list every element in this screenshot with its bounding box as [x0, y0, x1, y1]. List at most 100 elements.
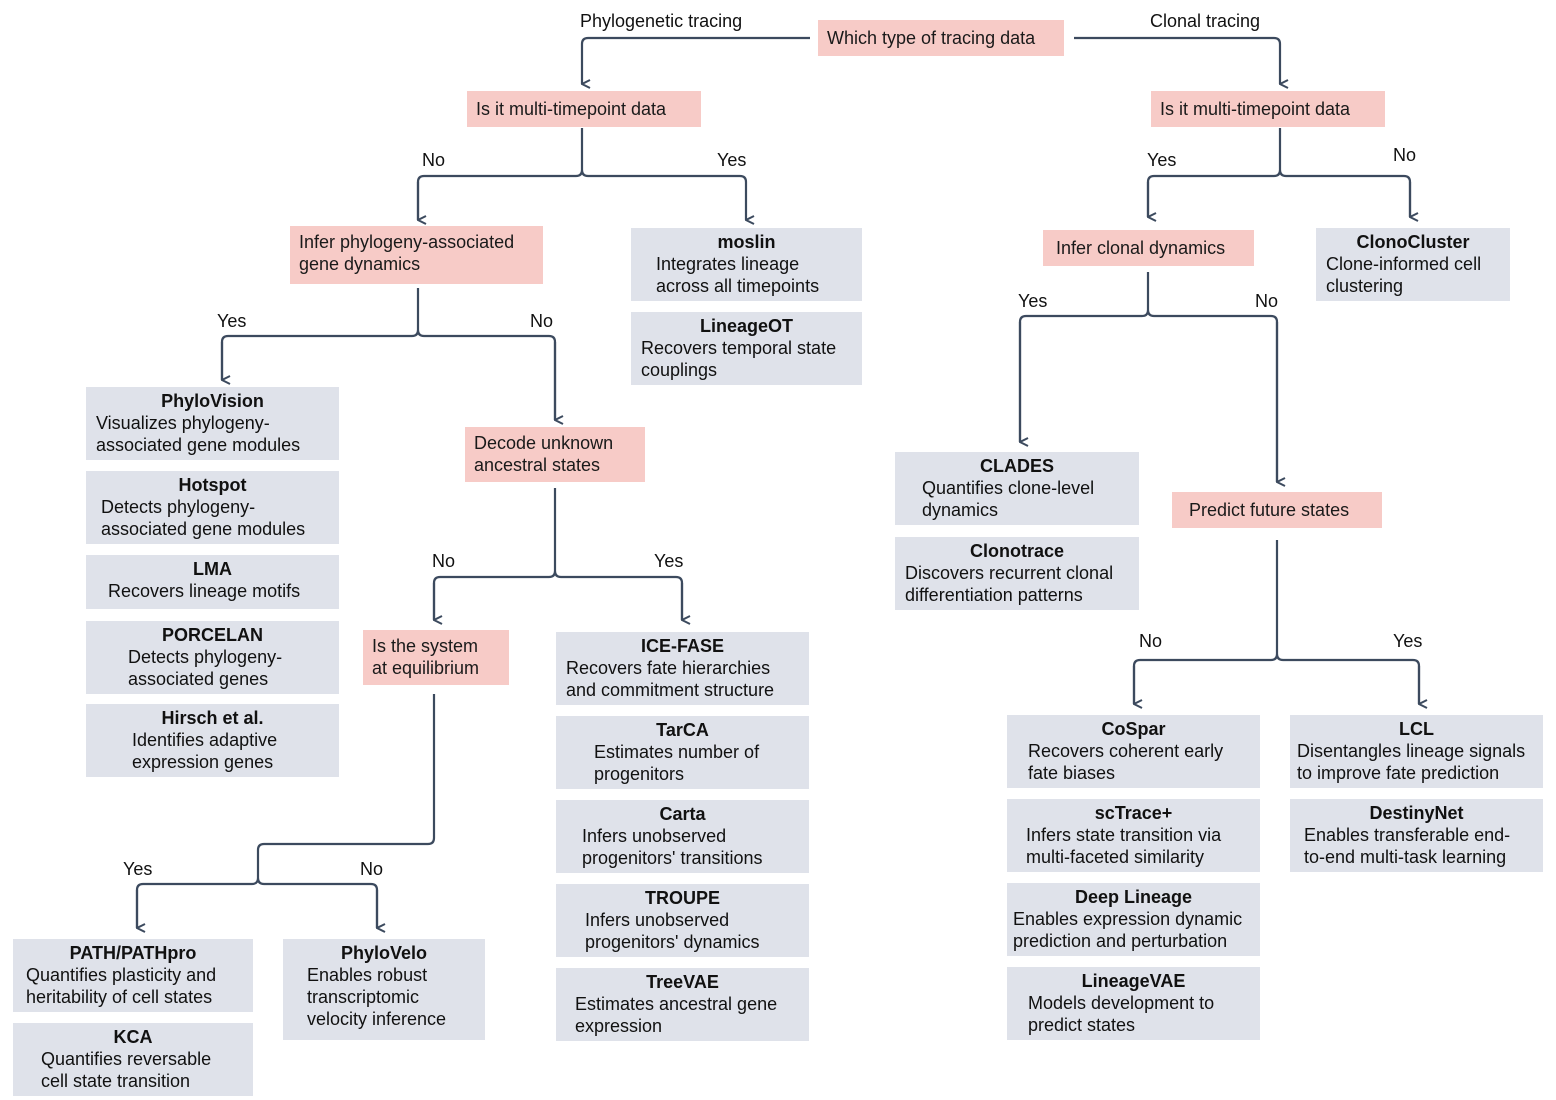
connector-root-left	[580, 36, 810, 84]
tool-desc: Recovers temporal state	[641, 338, 837, 358]
tool-desc: progenitors' transitions	[582, 848, 763, 868]
clonal-no-label: No	[1393, 145, 1417, 165]
tool-treevae: TreeVAE Estimates ancestral gene express…	[556, 968, 809, 1041]
phylo-yes-label: Yes	[717, 150, 747, 170]
tool-clades: CLADES Quantifies clone-level dynamics	[895, 452, 1139, 525]
tool-desc: fate biases	[1028, 763, 1116, 783]
tool-name: LineageVAE	[1081, 971, 1186, 991]
root-question: Which type of tracing data	[818, 20, 1064, 56]
tool-desc: couplings	[641, 360, 718, 380]
tool-desc: Disentangles lineage signals	[1297, 741, 1526, 761]
tool-phylovision: PhyloVision Visualizes phylogeny- associ…	[86, 387, 339, 460]
tool-name: TreeVAE	[646, 972, 719, 992]
tool-name: CLADES	[979, 456, 1054, 476]
phylo-multitimepoint-question: Is it multi-timepoint data	[467, 91, 701, 127]
ancestral-yes-label: Yes	[654, 551, 684, 571]
tool-name: TarCA	[656, 720, 709, 740]
tool-name: Carta	[659, 804, 706, 824]
clonal-dynamics-question: Infer clonal dynamics	[1043, 230, 1254, 266]
tool-desc: multi-faceted similarity	[1026, 847, 1205, 867]
tool-desc: to improve fate prediction	[1297, 763, 1500, 783]
tool-desc: transcriptomic	[307, 987, 420, 1007]
tool-desc: expression genes	[132, 752, 274, 772]
tool-desc: Integrates lineage	[656, 254, 800, 274]
tool-desc: Visualizes phylogeny-	[96, 413, 270, 433]
tool-desc: Quantifies plasticity and	[26, 965, 217, 985]
tool-hirsch: Hirsch et al. Identifies adaptive expres…	[86, 704, 339, 777]
connector-root-right	[1074, 36, 1280, 84]
tool-desc: associated genes	[128, 669, 269, 689]
tool-desc: Recovers fate hierarchies	[566, 658, 771, 678]
tool-sctrace-plus: scTrace+ Infers state transition via mul…	[1007, 799, 1260, 872]
tool-lineageot: LineageOT Recovers temporal state coupli…	[631, 312, 862, 385]
future-yes-label: Yes	[1393, 631, 1423, 651]
tool-desc: Infers unobserved	[582, 826, 727, 846]
connector-clonal-split	[1146, 128, 1412, 217]
tool-name: Deep Lineage	[1074, 887, 1193, 907]
ancestral-no-label: No	[432, 551, 456, 571]
clonal-tracing-label: Clonal tracing	[1150, 11, 1261, 31]
tool-desc: Enables expression dynamic	[1013, 909, 1243, 929]
tool-desc: expression	[575, 1016, 663, 1036]
tool-name: CoSpar	[1101, 719, 1166, 739]
tool-name: ClonoCluster	[1356, 232, 1470, 252]
tool-lcl: LCL Disentangles lineage signals to impr…	[1290, 715, 1543, 788]
dynamics-yes-label: Yes	[1018, 291, 1048, 311]
ancestral-states-question: Decode unknown ancestral states	[465, 427, 645, 482]
future-no-label: No	[1139, 631, 1163, 651]
question-line: Is the system	[372, 636, 479, 656]
tool-name: Hirsch et al.	[161, 708, 264, 728]
tool-desc: Discovers recurrent clonal	[905, 563, 1114, 583]
tool-ice-fase: ICE-FASE Recovers fate hierarchies and c…	[556, 632, 809, 705]
tool-lma: LMA Recovers lineage motifs	[86, 555, 339, 609]
equilibrium-yes-label: Yes	[123, 859, 153, 879]
tool-desc: Detects phylogeny-	[101, 497, 256, 517]
question-line: Infer phylogeny-associated	[299, 232, 515, 252]
tool-desc: to-end multi-task learning	[1304, 847, 1507, 867]
tool-desc: heritability of cell states	[26, 987, 213, 1007]
tool-desc: Detects phylogeny-	[128, 647, 283, 667]
tool-cospar: CoSpar Recovers coherent early fate bias…	[1007, 715, 1260, 788]
tool-name: Hotspot	[178, 475, 247, 495]
tool-name: LCL	[1399, 719, 1434, 739]
tool-desc: Clone-informed cell	[1326, 254, 1482, 274]
tool-desc: Enables robust	[307, 965, 428, 985]
tool-kca: KCA Quantifies reversable cell state tra…	[13, 1023, 253, 1096]
tool-desc: Models development to	[1028, 993, 1215, 1013]
equilibrium-question: Is the system at equilibrium	[363, 630, 509, 685]
gene-yes-label: Yes	[217, 311, 247, 331]
phylogenetic-tracing-label: Phylogenetic tracing	[580, 11, 743, 31]
gene-dynamics-question: Infer phylogeny-associated gene dynamics	[290, 226, 543, 284]
tool-desc: Estimates number of	[594, 742, 760, 762]
tool-name: ICE-FASE	[640, 636, 724, 656]
tool-desc: progenitors' dynamics	[585, 932, 760, 952]
gene-no-label: No	[530, 311, 554, 331]
tool-name: moslin	[717, 232, 776, 252]
clonal-multitimepoint-question: Is it multi-timepoint data	[1151, 91, 1385, 127]
tool-name: PhyloVision	[161, 391, 264, 411]
equilibrium-no-label: No	[360, 859, 384, 879]
tool-name: LineageOT	[699, 316, 793, 336]
tool-desc: predict states	[1028, 1015, 1136, 1035]
tool-porcelan: PORCELAN Detects phylogeny- associated g…	[86, 621, 339, 694]
tool-name: PhyloVelo	[340, 943, 428, 963]
tool-name: scTrace+	[1094, 803, 1173, 823]
tool-desc: associated gene modules	[96, 435, 301, 455]
tool-desc: and commitment structure	[566, 680, 775, 700]
connector-future-split	[1132, 540, 1421, 704]
tool-desc: Enables transferable end-	[1304, 825, 1511, 845]
tool-desc: progenitors	[594, 764, 685, 784]
tool-desc: Identifies adaptive	[132, 730, 278, 750]
tool-desc: dynamics	[922, 500, 999, 520]
tool-desc: differentiation patterns	[905, 585, 1083, 605]
tool-troupe: TROUPE Infers unobserved progenitors' dy…	[556, 884, 809, 957]
dynamics-no-label: No	[1255, 291, 1279, 311]
connector-gene-split	[220, 288, 557, 420]
tool-name: PATH/PATHpro	[69, 943, 197, 963]
connector-eq-split	[135, 694, 436, 928]
tool-desc: associated gene modules	[101, 519, 306, 539]
tool-desc: velocity inference	[307, 1009, 447, 1029]
tool-path-pathpro: PATH/PATHpro Quantifies plasticity and h…	[13, 939, 253, 1012]
phylo-no-label: No	[422, 150, 446, 170]
tool-desc: cell state transition	[41, 1071, 191, 1091]
